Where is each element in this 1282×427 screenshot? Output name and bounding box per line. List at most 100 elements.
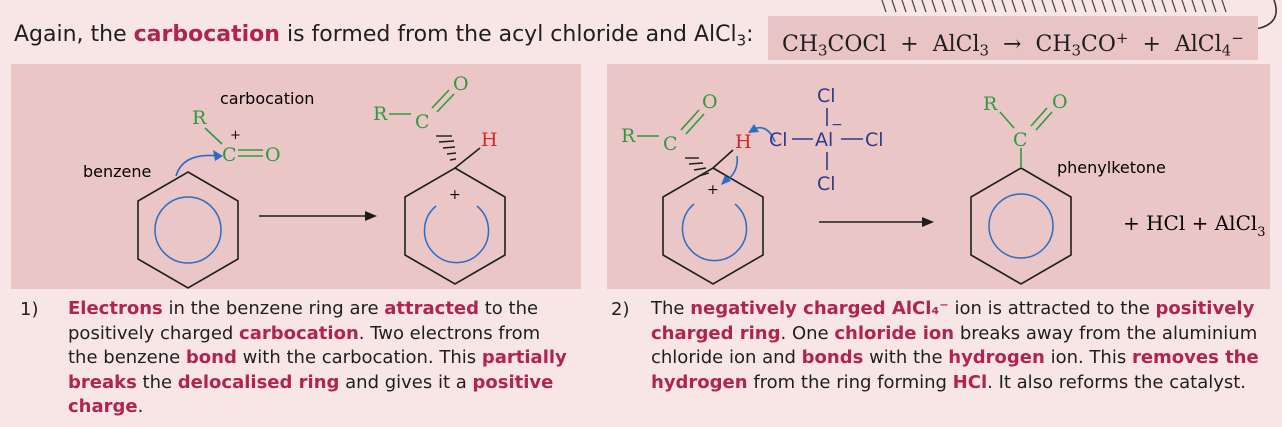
intro-subscript: 3 [736, 31, 747, 50]
phenylketone-label: phenylketone [1057, 158, 1166, 177]
benzene-label: benzene [83, 162, 151, 181]
delocalised-ring-icon [988, 193, 1054, 259]
ring-plus-charge: + [449, 187, 461, 203]
step2-caption: The negatively charged AlCl₄⁻ ion is att… [651, 297, 1269, 395]
r-group: R [621, 125, 636, 147]
hydrogen-atom: H [735, 131, 752, 153]
step2-number: 2) [611, 299, 630, 320]
eq-reactant1: CH [782, 32, 819, 58]
hashed-bond [685, 157, 710, 177]
eq-sub: 3 [818, 41, 828, 60]
eq-plus: + [1142, 32, 1161, 58]
bond-line [999, 111, 1015, 129]
intro-text-after: is formed from the acyl chloride and AlC… [279, 22, 737, 47]
caption-text: the [136, 371, 178, 393]
oxygen-atom: O [265, 144, 281, 166]
intro-highlight: carbocation [133, 22, 280, 47]
highlight-term: partially breaks [68, 347, 567, 393]
double-bond-line [436, 93, 455, 113]
highlight-term: HCl [952, 371, 988, 393]
carbon-atom: C [222, 144, 237, 166]
step1-caption: Electrons in the benzene ring are attrac… [68, 297, 568, 420]
caption-text: The [651, 298, 691, 319]
highlight-term: chloride ion [834, 322, 955, 344]
arrowhead-icon [365, 211, 377, 221]
aluminium-atom: Al [815, 129, 833, 151]
caption-text: . [137, 396, 144, 417]
step2-diagram: + R C O H Cl Cl Al − Cl Cl C R [621, 85, 1266, 285]
oxygen-atom: O [1052, 91, 1068, 113]
carbocation-label: carbocation [220, 89, 314, 108]
arrowhead-icon [748, 124, 759, 133]
eq-sub: 4 [1221, 41, 1232, 60]
intro-text-before: Again, the [14, 22, 134, 47]
eq-sub: 3 [1071, 41, 1082, 60]
ring-plus-charge: + [707, 182, 719, 198]
intro-sentence: Again, the carbocation is formed from th… [14, 22, 754, 49]
caption-text: ion is attracted to the [948, 298, 1156, 319]
highlight-term: positive charge [68, 371, 554, 418]
arrowhead-icon [721, 175, 731, 185]
step1-number: 1) [20, 299, 39, 320]
mechanism-panel-2: + R C O H Cl Cl Al − Cl Cl C R [607, 64, 1270, 289]
chlorine-atom-bottom: Cl [817, 173, 836, 195]
delocalised-ring-icon [154, 196, 222, 264]
highlight-term: Electrons [68, 298, 163, 319]
highlight-term: carbocation [239, 322, 359, 344]
double-bond-line [685, 113, 705, 135]
chlorine-atom-left: Cl [769, 129, 788, 151]
arrowhead-icon [922, 217, 934, 227]
equation-box: CH3COCl + AlCl3 → CH3CO+ + AlCl4− [768, 16, 1258, 60]
highlight-term: removes the hydrogen [651, 347, 1259, 393]
eq-sup: + [1115, 29, 1129, 47]
byproducts-subscript: 3 [1257, 225, 1265, 240]
double-bond-line [680, 109, 700, 131]
carbon-atom: C [415, 111, 430, 133]
step1-diagram: benzene carbocation R + C O + H R C O [83, 73, 506, 289]
r-group: R [373, 103, 388, 125]
caption-text: with the [863, 347, 949, 368]
intro-colon: : [746, 22, 754, 47]
hatch-decoration [881, 0, 1227, 13]
carbon-atom: C [663, 133, 678, 155]
highlight-term: hydrogen [948, 347, 1045, 368]
eq-reactant2: AlCl [932, 32, 980, 58]
double-bond-line [1030, 107, 1048, 127]
caption-text: . One [780, 322, 835, 344]
byproducts-text: + HCl + AlCl [1123, 211, 1257, 235]
chlorine-atom-right: Cl [865, 129, 884, 151]
eq-sub: 3 [979, 41, 990, 60]
highlight-term: attracted [384, 298, 480, 319]
bond-line [204, 127, 223, 145]
eq-product2: AlCl [1174, 32, 1222, 58]
caption-text: . Two electrons from the benzene [68, 322, 541, 369]
hydrogen-atom: H [481, 129, 498, 151]
highlight-term: positively charged ring [651, 298, 1255, 344]
byproducts: + HCl + AlCl3 [1123, 211, 1266, 240]
r-group: R [192, 107, 207, 129]
caption-text: with the carbocation. This [236, 347, 482, 368]
partial-ring-icon [681, 203, 748, 262]
caption-text: . It also reforms the catalyst. [987, 371, 1247, 393]
eq-sup: − [1231, 29, 1244, 47]
plus-charge: + [230, 128, 241, 143]
eq-plus: + [900, 32, 919, 58]
r-group: R [983, 93, 998, 115]
benzene-ring-3 [662, 167, 764, 285]
caption-text: from the ring forming [747, 371, 953, 393]
eq-reactant1-rest: COCl [827, 32, 887, 58]
caption-text: ion. This [1044, 347, 1132, 368]
eq-product1: CH [1035, 32, 1072, 58]
double-bond-line [1035, 111, 1053, 131]
oxygen-atom: O [702, 91, 718, 113]
highlight-term: bonds [801, 347, 864, 368]
eq-product1-rest: CO [1081, 32, 1116, 58]
oxygen-atom: O [453, 73, 469, 95]
benzene-ring-1 [137, 171, 239, 289]
mechanism-panel-1: benzene carbocation R + C O + H R C O [11, 64, 581, 289]
caption-text: and gives it a [339, 371, 473, 393]
chlorine-atom-top: Cl [817, 85, 836, 107]
eq-arrow: → [1003, 32, 1022, 58]
bond-line [712, 149, 734, 169]
double-bond-line [431, 89, 450, 109]
